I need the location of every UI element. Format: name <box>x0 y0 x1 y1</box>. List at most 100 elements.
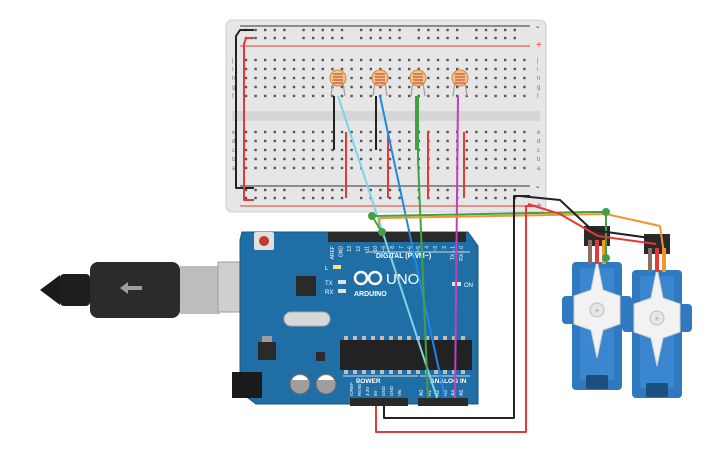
breadboard-holes <box>244 28 526 200</box>
row-letter-left: h <box>232 76 235 82</box>
usb-cable <box>40 261 259 318</box>
wire-cyan-a0 <box>337 95 438 399</box>
wire-green-pin9 <box>371 211 607 258</box>
row-letter-right: j <box>536 58 538 64</box>
digital-pin-label: ~10 <box>373 246 379 255</box>
digital-pin-label: ~5 <box>416 246 422 252</box>
wire-black-gnd-bottom <box>383 195 530 419</box>
row-letter-left: j <box>231 58 233 64</box>
row-letter-left: a <box>232 166 236 172</box>
row-letter-left: i <box>232 67 233 73</box>
power-jack <box>232 372 262 398</box>
row-letter-right: a <box>537 166 541 172</box>
digital-header <box>328 232 466 242</box>
analog-pin-label: A0 <box>419 390 425 396</box>
row-letter-right: h <box>537 76 540 82</box>
power-header <box>350 398 408 406</box>
digital-pin-label: 8 <box>390 246 396 249</box>
on-label: ON <box>464 283 473 289</box>
servo-2: + <box>622 234 692 398</box>
analog-pin-label: A1 <box>427 390 433 396</box>
servo-1-horn-icon <box>589 302 605 318</box>
row-letter-left: e <box>232 130 236 136</box>
wire-junction <box>368 212 376 220</box>
digital-pin-label: 4 <box>425 246 431 249</box>
analog-pin-label: A3 <box>443 390 449 396</box>
wire-magenta-a3 <box>454 95 459 399</box>
wire-red-left-rail <box>243 37 254 201</box>
small-chip <box>316 352 325 361</box>
photoresistor-4 <box>451 69 469 97</box>
row-letter-left: g <box>232 85 235 91</box>
digital-pin-label: ~11 <box>364 246 370 254</box>
power-pin-label: RESET <box>357 381 362 396</box>
voltage-regulator <box>258 342 276 360</box>
digital-pin-label: AREF <box>330 246 336 259</box>
analog-pin-label: A4 <box>451 390 457 396</box>
power-pin-label: 3.3V <box>365 387 370 396</box>
row-letter-left: f <box>232 94 234 100</box>
digital-pin-label: 2 <box>442 246 448 249</box>
digital-pin-label: ~6 <box>407 246 413 252</box>
rail-minus-label: - <box>536 22 539 33</box>
photoresistor-1 <box>329 69 347 97</box>
digital-pin-label: 13 <box>347 246 353 252</box>
usb-chip <box>296 276 316 296</box>
digital-pin-label: RX←0 <box>459 246 465 261</box>
rail-minus-label-bottom: - <box>536 182 539 193</box>
tx-led-label: TX <box>325 281 333 287</box>
power-pin-label: GND <box>381 385 386 396</box>
rx-led-label: RX <box>325 290 333 296</box>
analog-pin-label: A2 <box>435 390 441 396</box>
servo-1: + <box>562 226 632 390</box>
row-letter-left: b <box>232 157 236 163</box>
row-letter-right: d <box>537 139 540 145</box>
wire-green-a2 <box>417 96 429 399</box>
tx-led <box>338 280 346 284</box>
wire-red-5v-bottom <box>375 205 536 433</box>
l-led-label: L <box>325 266 329 272</box>
wire-blue-a1 <box>379 95 446 399</box>
crystal <box>283 311 331 327</box>
power-label: POWER <box>356 378 381 385</box>
wire-red-5v-servo <box>527 203 657 245</box>
photoresistor-2 <box>371 69 389 97</box>
row-letter-right: f <box>537 94 539 100</box>
rx-led <box>338 289 346 293</box>
rail-plus-label: + <box>536 40 542 51</box>
wire-black-gnd-servo <box>519 195 651 239</box>
photoresistors <box>329 69 469 97</box>
digital-pin-label: TX→1 <box>450 246 456 260</box>
wire-junction <box>378 228 386 236</box>
wire-black-left-rail <box>235 29 254 189</box>
svg-text:+: + <box>655 314 660 323</box>
atmega-chip <box>340 340 472 370</box>
wires <box>235 29 665 433</box>
row-letter-right: i <box>537 67 538 73</box>
model-label: UNO <box>386 271 419 288</box>
row-letter-right: c <box>537 148 540 154</box>
breadboard-center-channel <box>232 111 540 121</box>
row-letter-right: g <box>537 85 540 91</box>
digital-pin-label: 12 <box>356 246 362 252</box>
power-pin-label: GND <box>389 385 394 396</box>
digital-pin-label: ~9 <box>382 246 388 252</box>
arduino-logo-icon <box>353 270 383 286</box>
digital-label: DIGITAL (PWM~) <box>376 253 431 260</box>
photoresistor-3 <box>409 69 427 97</box>
power-pin-label: 5V <box>373 390 378 396</box>
brand-label: ARDUINO <box>354 291 387 298</box>
l-led <box>333 265 341 269</box>
row-letter-left: c <box>232 148 235 154</box>
wire-junction <box>602 208 610 216</box>
analog-label: ANALOG IN <box>430 378 467 385</box>
row-letter-right: e <box>537 130 541 136</box>
row-letter-right: b <box>537 157 541 163</box>
analog-pin-label: A5 <box>459 390 465 396</box>
power-pin-label: IOREF <box>349 382 354 396</box>
servo-2-horn-icon <box>649 310 665 326</box>
